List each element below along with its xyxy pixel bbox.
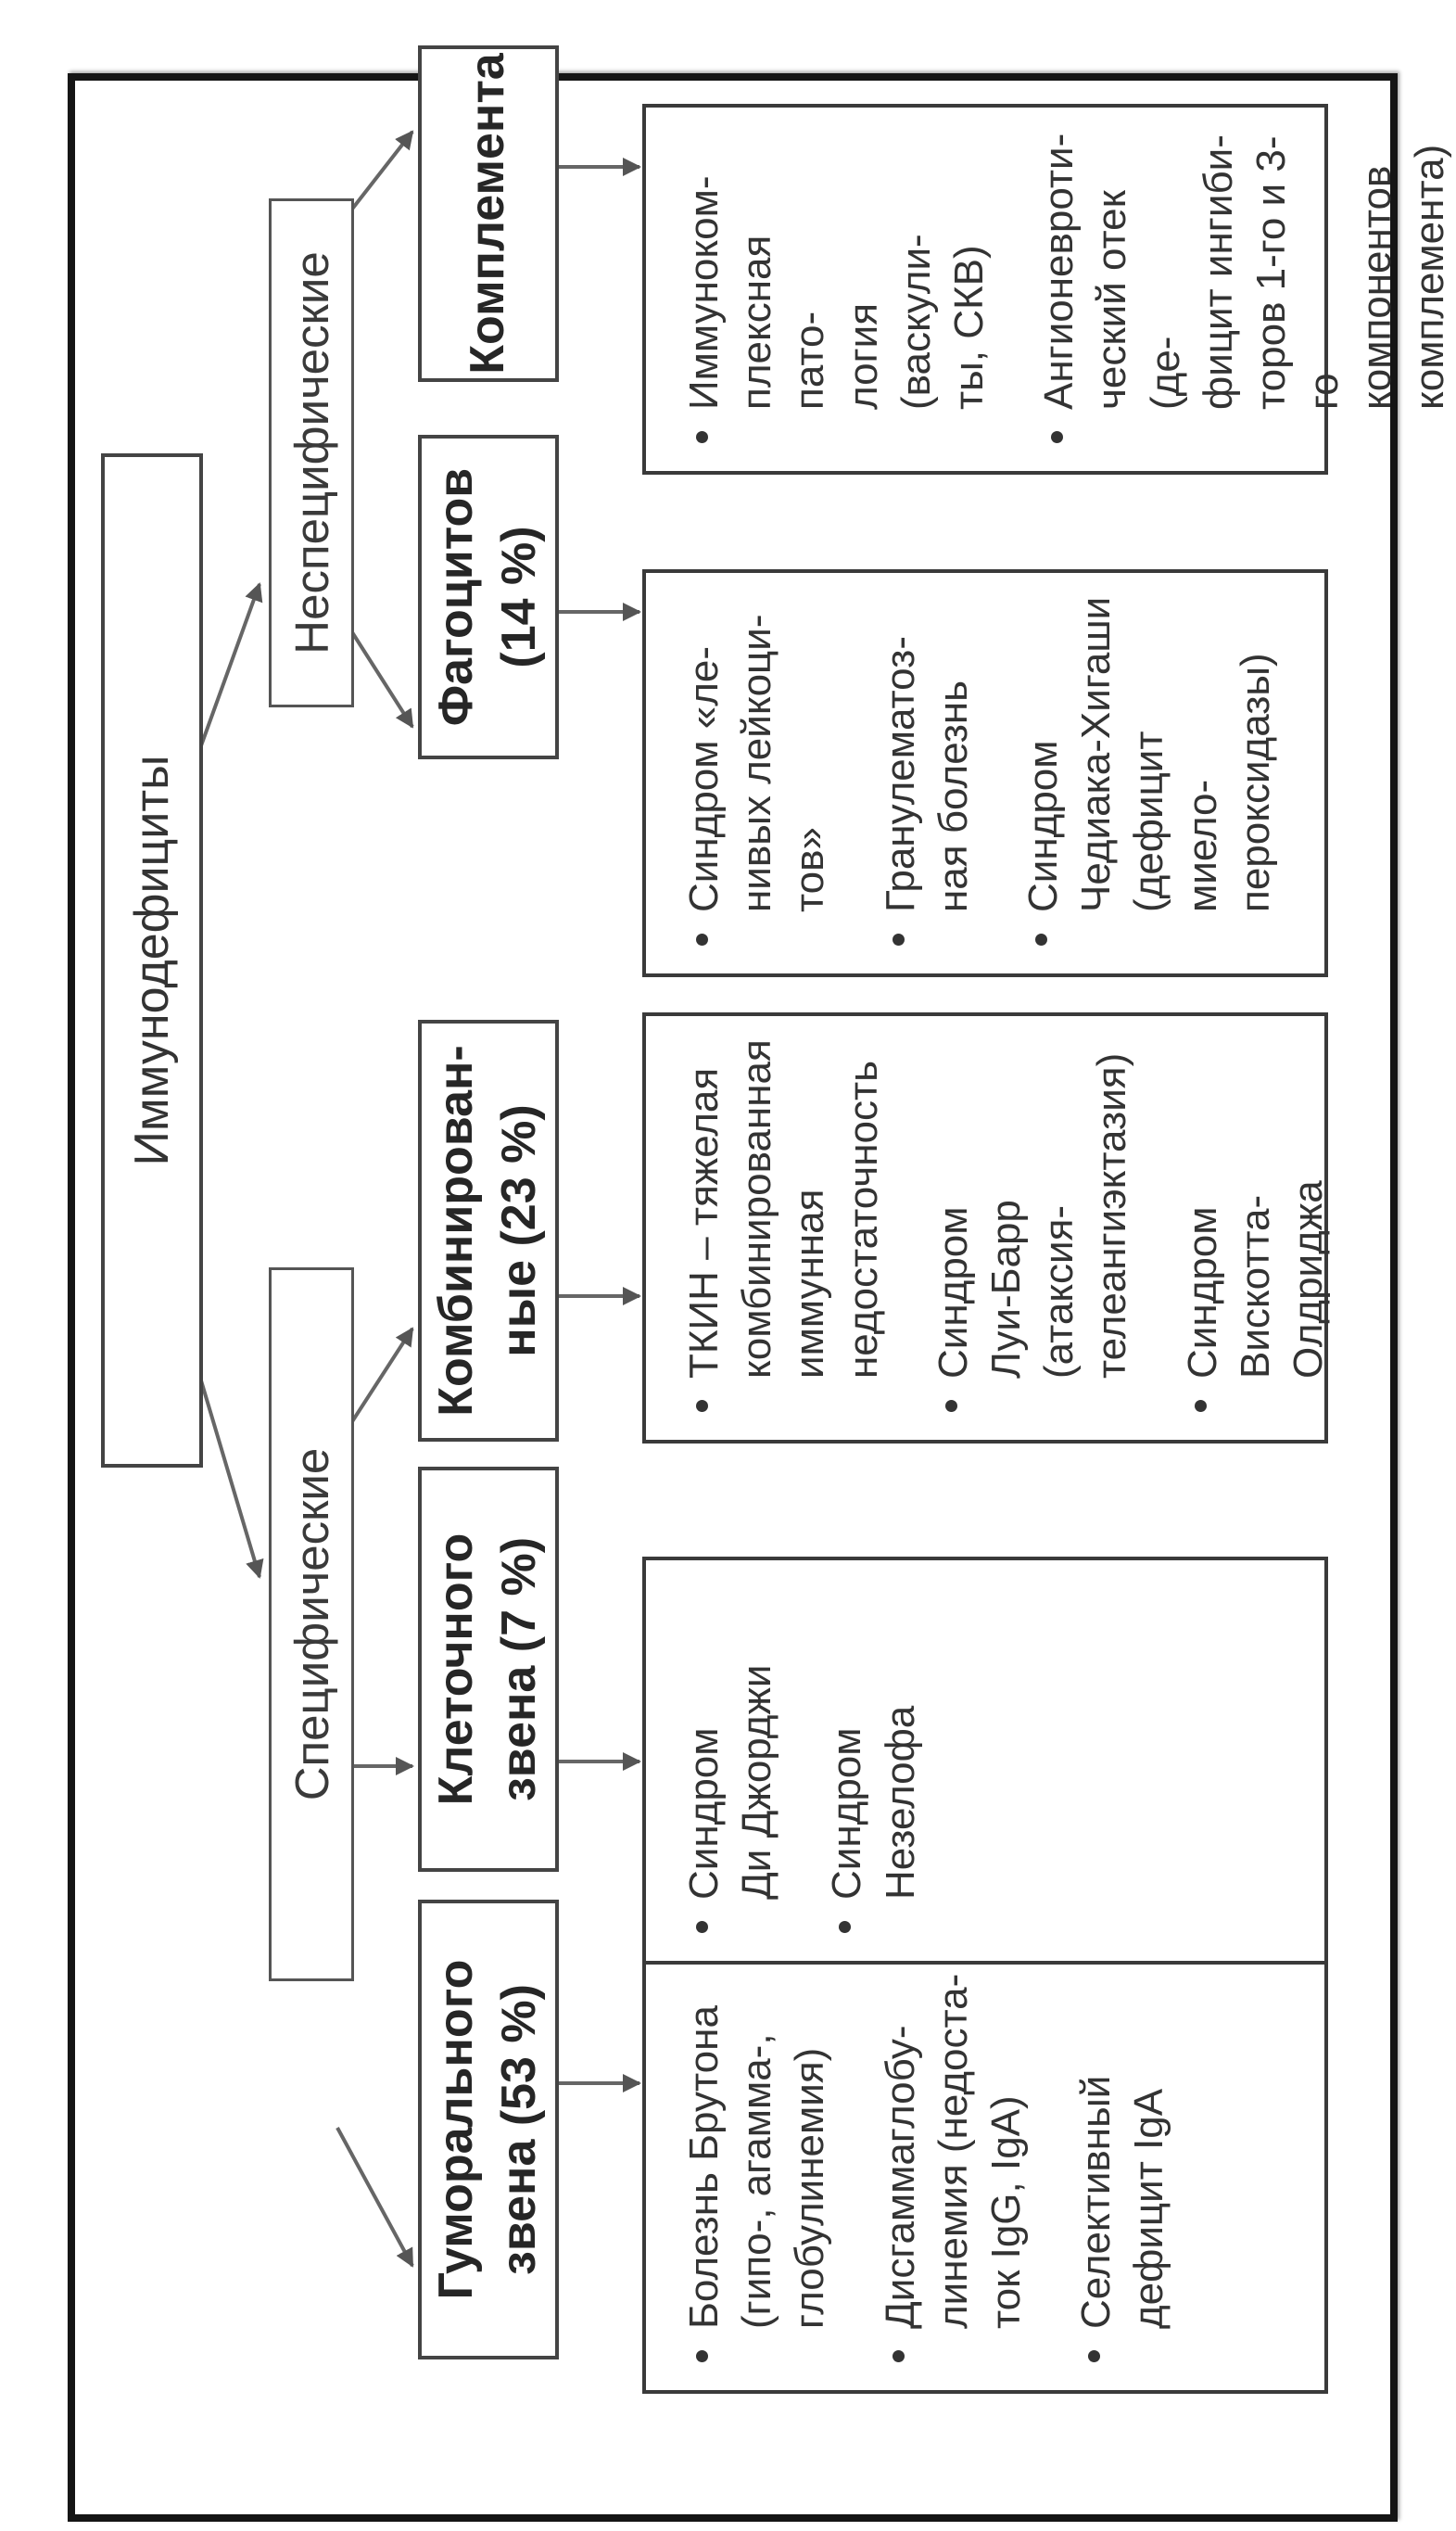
category-specific-label: Специфические <box>285 1447 338 1801</box>
type-humoral: Гуморального звена (53 %) <box>418 1900 559 2359</box>
type-phagocytes: Фагоцитов (14 %) <box>418 435 559 759</box>
type-combined-label: Комбинирован- ные (23 %) <box>429 1045 546 1417</box>
list-item: Гранулематоз- ная болезнь <box>874 595 980 949</box>
category-specific: Специфические <box>269 1267 354 1981</box>
type-cellular: Клеточного звена (7 %) <box>418 1467 559 1872</box>
details-complement: Иммуноком- плексная пато- логия (васкули… <box>642 104 1452 475</box>
list-item: Иммуноком- плексная пато- логия (васкули… <box>677 130 995 447</box>
root-node: Иммунодефициты <box>101 453 203 1468</box>
edge-specific-humoral <box>336 2127 414 2268</box>
details-phagocytes: Синдром «ле- нивых лейкоци- тов» Грануле… <box>642 569 1328 977</box>
list-item: Синдром Чедиака-Хигаши (дефицит миело- п… <box>1017 595 1282 949</box>
details-cellular: Синдром Ди Джорджи Синдром Незелофа <box>642 1557 1328 1965</box>
category-nonspecific: Неспецифические <box>269 198 354 707</box>
list-item: Синдром Вискотта-Олдриджа <box>1176 1038 1336 1416</box>
list-item: Ангионевроти- ческий отек (де- фицит инг… <box>1032 130 1456 447</box>
type-humoral-label: Гуморального звена (53 %) <box>429 1959 546 2300</box>
root-label: Иммунодефициты <box>125 755 179 1166</box>
details-combined: ТКИН – тяжелая комбинированная иммунная … <box>642 1012 1331 1444</box>
type-cellular-label: Клеточного звена (7 %) <box>429 1533 546 1806</box>
type-complement-label: Комплемента <box>461 53 515 375</box>
list-item: Синдром Луи-Барр (атаксия- телеангиэктаз… <box>927 1038 1139 1416</box>
type-complement: Комплемента <box>418 45 559 382</box>
type-combined: Комбинирован- ные (23 %) <box>418 1020 559 1442</box>
list-item: Синдром Ди Джорджи <box>677 1583 783 1937</box>
list-item: Синдром Незелофа <box>820 1583 926 1937</box>
type-phagocytes-label: Фагоцитов (14 %) <box>429 467 546 727</box>
category-nonspecific-label: Неспецифические <box>285 251 338 655</box>
list-item: ТКИН – тяжелая комбинированная иммунная … <box>677 1038 890 1416</box>
list-item: Синдром «ле- нивых лейкоци- тов» <box>677 595 837 949</box>
